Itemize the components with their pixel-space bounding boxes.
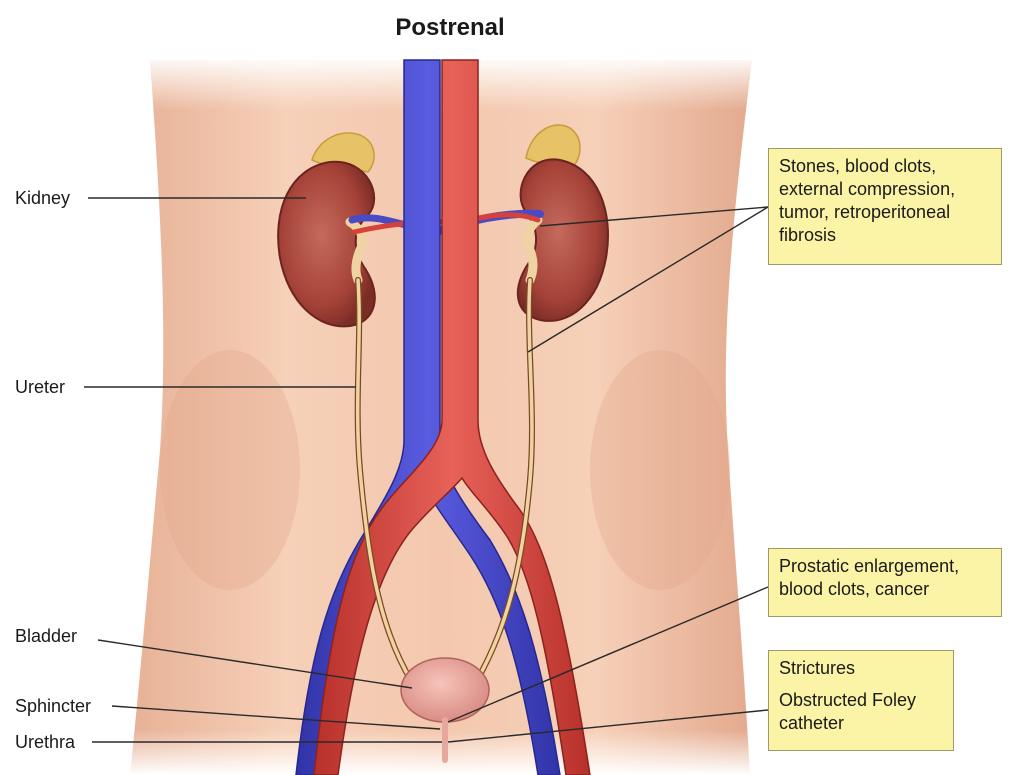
leader-prostatic [447,586,769,723]
callout-lower-text-2: Obstructed Foley catheter [779,690,917,733]
label-bladder: Bladder [15,626,78,646]
callout-middle: Prostatic enlargement, blood clots, canc… [768,548,1002,617]
leader-sphincter [111,705,441,730]
hip-shadow-left [160,350,300,590]
label-urethra: Urethra [15,732,76,752]
hip-shadow-right [590,350,730,590]
label-sphincter: Sphincter [15,696,92,716]
leader-bladder [97,639,413,689]
leader-strictures [447,709,769,743]
leader-lines [84,197,769,743]
ureter-right-inner [474,278,534,684]
callout-lower-text-1: Strictures [779,658,856,678]
leader-stones-ureter [527,206,769,353]
kidney-right [516,158,610,322]
renal-pelvis-right [522,215,543,285]
renal-pelvis-left [345,217,367,285]
callout-upper: Stones, blood clots, external compressio… [768,148,1002,265]
ureter-left-inner [355,278,414,684]
page-title: Postrenal [395,14,505,41]
kidney-left [277,160,376,328]
bladder [400,657,490,723]
aorta [313,59,591,775]
callout-upper-text: Stones, blood clots, external compressio… [779,156,956,245]
label-kidney: Kidney [15,188,71,208]
label-ureter: Ureter [15,377,66,397]
callout-middle-text: Prostatic enlargement, blood clots, canc… [779,556,960,599]
leader-stones-kidney [539,206,769,227]
callout-lower: Strictures Obstructed Foley catheter [768,650,954,751]
